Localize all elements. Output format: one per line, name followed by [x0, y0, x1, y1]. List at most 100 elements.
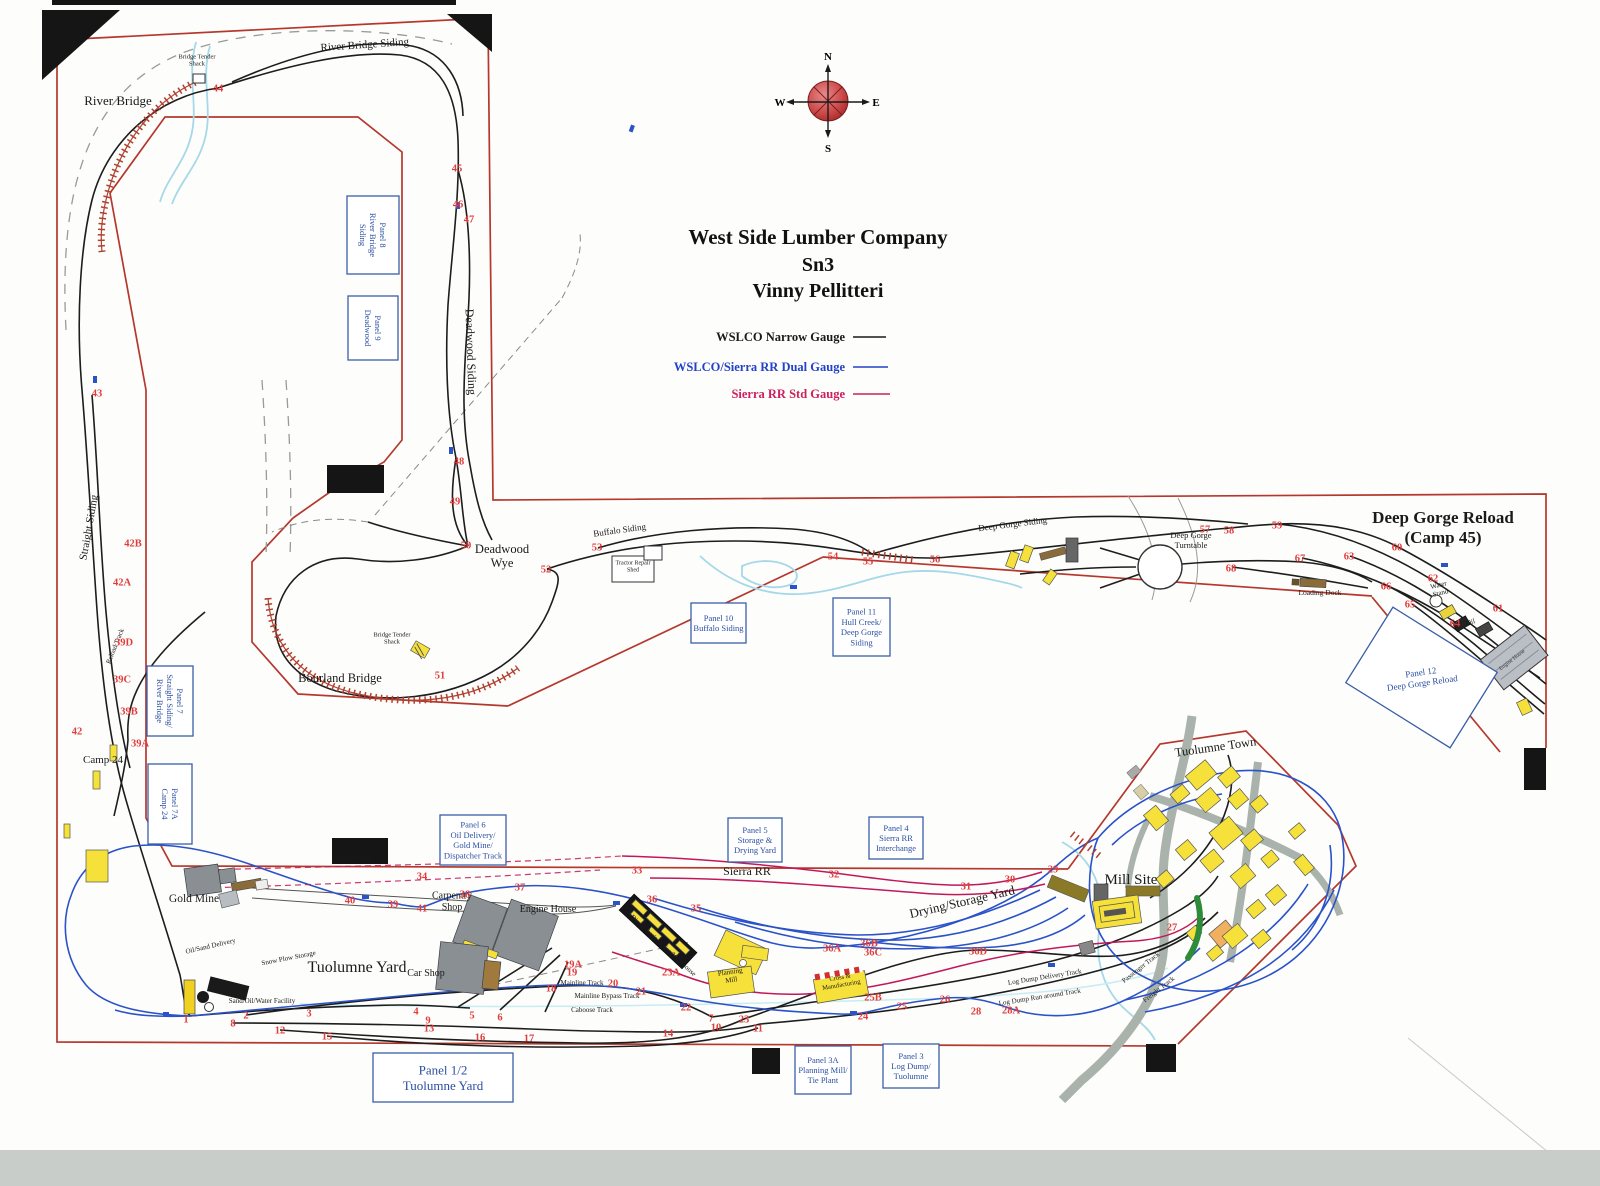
- switch-number: 39D: [115, 638, 134, 649]
- creeks: [159, 41, 1169, 1041]
- switch-number: 34: [417, 872, 428, 883]
- trestles: [97, 76, 1105, 861]
- switch-number: 19: [567, 968, 578, 979]
- panel-12: Panel 12Deep Gorge Reload: [1344, 606, 1499, 749]
- panel-7a-box: [147, 763, 193, 845]
- panel-3-box: [882, 1043, 940, 1089]
- title-line2: Sn3: [802, 254, 834, 276]
- switch-number: 21: [636, 987, 647, 998]
- switch-number: 39B: [120, 707, 138, 718]
- switch-number: 36B: [860, 939, 878, 950]
- switch-number: 67: [1295, 554, 1306, 565]
- title-line3: Vinny Pellitteri: [753, 280, 884, 302]
- switch-number: 39A: [131, 739, 150, 750]
- switch-number: 41: [417, 904, 428, 915]
- place-label: PlanningMill: [717, 966, 744, 985]
- switch-number: 39: [388, 900, 399, 911]
- switch-number: 10: [711, 1023, 722, 1034]
- switch-number: 24: [858, 1012, 869, 1023]
- compass-s: S: [825, 143, 831, 155]
- panel-7-label: Panel 7Straight Siding/River Bridge: [155, 674, 185, 728]
- switch-number: 65: [1405, 600, 1416, 611]
- place-label: Log Dump Run around Track: [998, 987, 1082, 1008]
- switch-number: 56: [930, 555, 941, 566]
- switch-number: 36A: [823, 944, 842, 955]
- panel-12-box: [1344, 606, 1499, 749]
- place-label: Deadwood Siding: [462, 308, 479, 395]
- switch-number: 46: [453, 200, 464, 211]
- switch-number: 15: [322, 1032, 333, 1043]
- panel-6-box: [439, 814, 507, 866]
- switch-number: 7: [708, 1014, 713, 1025]
- switch-number: 12: [275, 1026, 286, 1037]
- switch-number: 51: [435, 671, 446, 682]
- place-label: Deep Gorge Reload(Camp 45): [1372, 508, 1514, 547]
- switch-number: 17: [524, 1034, 535, 1045]
- place-label: Tuolumne Yard: [308, 959, 407, 976]
- place-label: River Bridge Siding: [320, 36, 410, 54]
- switch-number: 20: [608, 979, 619, 990]
- legend-std-gauge-label: Sierra RR Std Gauge: [731, 387, 845, 401]
- buildings: [63, 73, 1549, 1016]
- panel-9: Panel 9Deadwood: [347, 295, 399, 361]
- switch-number: 6: [497, 1013, 502, 1024]
- title-block: West Side Lumber Company Sn3 Vinny Pelli…: [688, 225, 948, 302]
- switch-number: 50: [461, 541, 472, 552]
- switch-number: 16: [475, 1033, 486, 1044]
- switch-number: 8: [230, 1019, 235, 1030]
- switch-number: 40: [345, 896, 356, 907]
- deep-gorge-turntable: [1137, 544, 1183, 590]
- place-label: Sierra RR: [723, 864, 771, 878]
- place-label: Mainline Bypass Track: [575, 992, 640, 1000]
- place-label: Caboose Track: [571, 1006, 613, 1014]
- switch-number: 22: [681, 1003, 692, 1014]
- switch-number: 28: [971, 1007, 982, 1018]
- panel-8: Panel 8River BridgeSiding: [346, 195, 400, 275]
- switch-number: 54: [828, 552, 839, 563]
- switch-number: 36: [647, 895, 658, 906]
- switch-number: 55: [863, 557, 874, 568]
- panel-5-box: [727, 817, 783, 863]
- panel-10-box: [690, 602, 747, 644]
- switch-number: 62: [1428, 574, 1439, 585]
- legend-narrow-gauge-label: WSLCO Narrow Gauge: [716, 330, 845, 344]
- place-label: Mill Site: [1105, 872, 1158, 888]
- switch-number: 26: [940, 995, 951, 1006]
- switch-number: 47: [464, 215, 475, 226]
- switch-number: 68: [1226, 564, 1237, 575]
- switch-number: 42B: [124, 539, 142, 550]
- switch-number: 30: [1005, 875, 1016, 886]
- switch-number: 9: [425, 1016, 430, 1027]
- switch-number: 38: [460, 890, 471, 901]
- switch-number: 63: [1344, 552, 1355, 563]
- place-label: Sand/Oil/Water Facility: [229, 997, 296, 1005]
- switch-number: 29: [1048, 865, 1059, 876]
- legend-dual-gauge-label: WSLCO/Sierra RR Dual Gauge: [674, 360, 846, 374]
- switch-number: 61: [1493, 604, 1504, 615]
- switch-number: 23A: [662, 968, 681, 979]
- switch-number: 14: [663, 1029, 674, 1040]
- switch-number: 32: [829, 870, 840, 881]
- town-buildings: [1126, 759, 1315, 962]
- panel-7a: Panel 7ACamp 24: [147, 763, 193, 845]
- panel-7: Panel 7Straight Siding/River Bridge: [146, 665, 194, 737]
- switch-number: 37: [515, 883, 526, 894]
- switch-number: 33: [632, 866, 643, 877]
- panel-9-box: [347, 295, 399, 361]
- switch-number: 49: [450, 497, 461, 508]
